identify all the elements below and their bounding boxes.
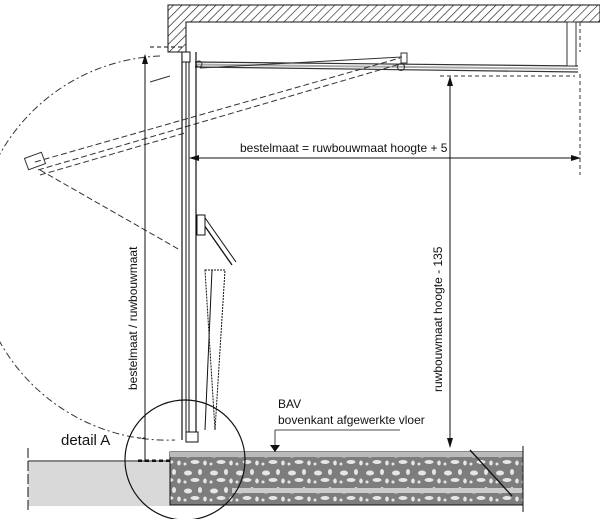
swing-path: [0, 55, 401, 441]
bav-label: BAV: [278, 397, 301, 411]
floor: [27, 399, 524, 519]
ceiling: [167, 4, 600, 53]
dimension-lines: [138, 46, 581, 500]
bav-description: bovenkant afgewerkte vloer: [278, 413, 425, 427]
left-vertical-dimension-label: bestelmaat / ruwbouwmaat: [126, 246, 140, 390]
door-frame: [181, 51, 237, 443]
overhead-arm: [194, 21, 581, 175]
detail-a-label: detail A: [61, 432, 110, 449]
right-vertical-dimension-label: ruwbouwmaat hoogte - 135: [431, 246, 445, 392]
detail-a-circle: [124, 399, 246, 519]
bav-marker: [270, 445, 280, 452]
width-dimension-label: bestelmaat = ruwbouwmaat hoogte + 5: [240, 141, 448, 155]
